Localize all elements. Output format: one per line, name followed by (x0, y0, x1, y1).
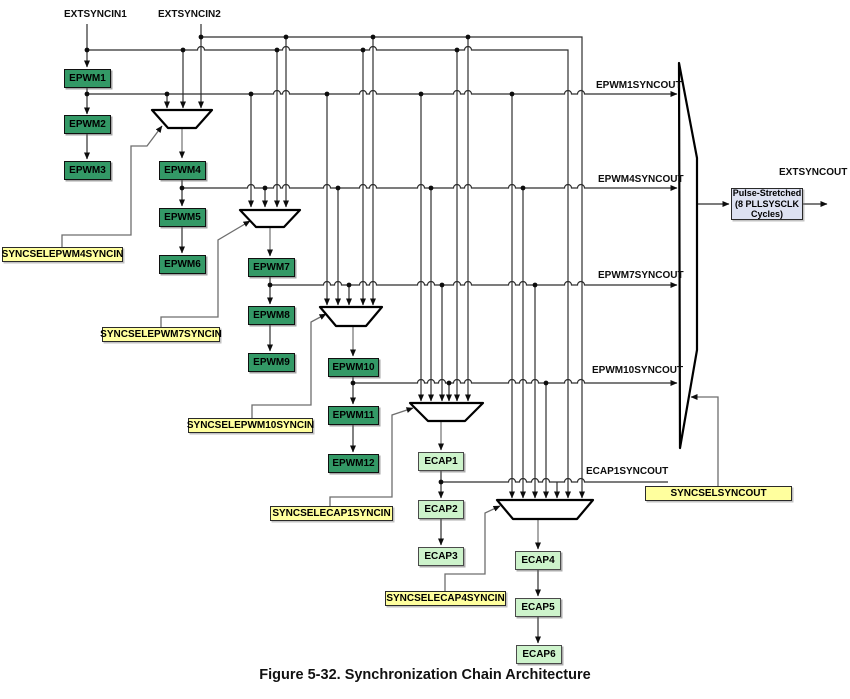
epwm5-box: EPWM5 (159, 208, 206, 227)
junction-dots (84, 34, 549, 485)
mux-output-stems (179, 128, 541, 550)
ecap1-box: ECAP1 (418, 452, 464, 471)
epwm12-box: EPWM12 (328, 454, 379, 473)
bus-epwm10syncout (352, 378, 678, 386)
select-syncout (690, 394, 719, 486)
sync-mux-ecap4 (495, 498, 595, 521)
bus-epwm4syncout (182, 183, 678, 191)
epwm3-box: EPWM3 (64, 161, 111, 180)
epwm9-box: EPWM9 (248, 353, 295, 372)
epwm1syncout-label: EPWM1SYNCOUT (596, 80, 682, 91)
bus-extsyncin1 (87, 45, 571, 499)
bus-ecap1syncout (441, 477, 668, 483)
epwm2-box: EPWM2 (64, 115, 111, 134)
syncsel-ecap1-box: SYNCSELECAP1SYNCIN (270, 506, 393, 521)
pulse-line1: Pulse-Stretched (732, 188, 802, 199)
extsyncin2-label: EXTSYNCIN2 (158, 9, 221, 20)
bus-epwm7syncout (270, 280, 678, 288)
select-ecap1 (329, 407, 414, 506)
select-epwm10 (251, 313, 327, 418)
epwm1-box: EPWM1 (64, 69, 111, 88)
extsyncin1-label: EXTSYNCIN1 (64, 9, 127, 20)
select-wires (61, 125, 719, 591)
epwm4-box: EPWM4 (159, 161, 206, 180)
bus-epwm1syncout (87, 89, 678, 97)
syncsel-epwm10-box: SYNCSELEPWM10SYNCIN (186, 418, 315, 433)
select-epwm4 (61, 125, 163, 247)
syncsel-epwm4-box: SYNCSELEPWM4SYNCIN (1, 247, 124, 262)
epwm8-box: EPWM8 (248, 306, 295, 325)
syncout-mux (677, 61, 699, 450)
sync-mux-epwm7 (238, 208, 302, 229)
pulse-stretched-box: Pulse-Stretched (8 PLLSYSCLK Cycles) (731, 188, 803, 220)
syncsel-syncout-box: SYNCSELSYNCOUT (645, 486, 792, 501)
select-ecap4 (444, 505, 501, 591)
epwm10-box: EPWM10 (328, 358, 379, 377)
ecap5-box: ECAP5 (515, 598, 561, 617)
epwm11-box: EPWM11 (328, 406, 379, 425)
epwm4syncout-label: EPWM4SYNCOUT (598, 174, 684, 185)
epwm7-box: EPWM7 (248, 258, 295, 277)
sync-mux-epwm4 (150, 108, 214, 130)
epwm7syncout-label: EPWM7SYNCOUT (598, 270, 684, 281)
select-epwm7 (160, 220, 251, 327)
epwm10syncout-label: EPWM10SYNCOUT (592, 365, 684, 376)
ecap6-box: ECAP6 (516, 645, 562, 664)
bus-extsyncin2 (201, 36, 585, 499)
ecap4-box: ECAP4 (515, 551, 561, 570)
ecap3-box: ECAP3 (418, 547, 464, 566)
sync-mux-epwm10 (318, 305, 384, 328)
figure-caption: Figure 5-32. Synchronization Chain Archi… (259, 667, 591, 683)
sync-muxes (150, 61, 699, 521)
syncsel-ecap4-box: SYNCSELECAP4SYNCIN (385, 591, 506, 606)
ecap2-box: ECAP2 (418, 500, 464, 519)
pulse-line3: Cycles) (750, 209, 784, 220)
mux-feed-lines (164, 24, 560, 499)
syncsel-epwm7-box: SYNCSELEPWM7SYNCIN (100, 327, 222, 342)
extsyncout-label: EXTSYNCOUT (779, 167, 848, 178)
epwm6-box: EPWM6 (159, 255, 206, 274)
sync-mux-ecap1 (408, 401, 485, 423)
pulse-line2: (8 PLLSYSCLK (734, 198, 799, 209)
chain-lines (84, 24, 541, 644)
ecap1syncout-label: ECAP1SYNCOUT (586, 466, 669, 477)
